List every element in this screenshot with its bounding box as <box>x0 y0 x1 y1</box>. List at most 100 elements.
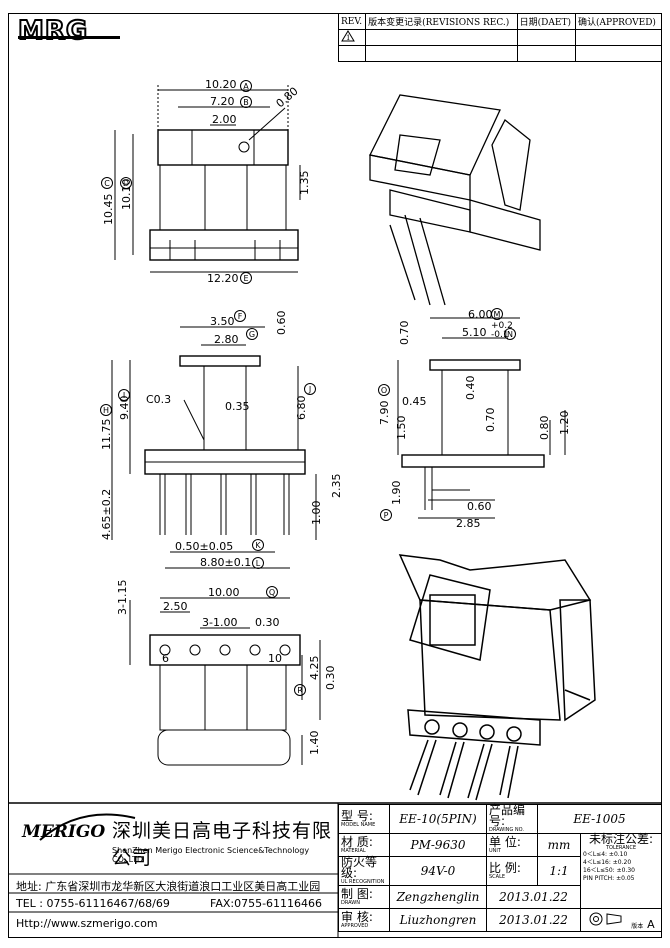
dim-0-80: 0.80 <box>538 416 551 441</box>
scale-label: 比 例: <box>489 860 521 875</box>
dim-9-40: 9.40 <box>118 396 131 421</box>
dim-0-60: 0.60 <box>275 311 288 336</box>
dim-0-70-b: 0.70 <box>484 408 497 433</box>
company-address: 地址: 广东省深圳市龙华新区大浪街道浪口工业区美日高工业园 <box>16 880 321 893</box>
dim-0-60-b: 0.60 <box>467 500 492 513</box>
dim-3-1-15: 3-1.15 <box>116 580 129 615</box>
dim-6-00: 6.00 <box>468 308 493 321</box>
dim-6-80: 6.80 <box>295 396 308 421</box>
dim-1-00: 1.00 <box>310 501 323 526</box>
dim-1-40: 1.40 <box>308 731 321 756</box>
dim-10-20: 10.20 <box>205 78 237 91</box>
scale-value: 1:1 <box>537 856 581 886</box>
unit-sub: UNIT <box>489 847 501 854</box>
top-view <box>114 85 301 273</box>
dim-0-50: 0.50±0.05 <box>175 540 233 553</box>
dim-11-75: 11.75 <box>100 419 113 451</box>
model-sub: MODEL NAME <box>341 821 376 828</box>
dim-1-35: 1.35 <box>298 171 311 196</box>
fire-label: 防火等级: <box>341 855 378 880</box>
label-r: R <box>297 686 303 695</box>
front-view <box>111 326 317 569</box>
label-c: C <box>104 179 110 188</box>
drawing-value: EE-1005 <box>537 804 662 834</box>
logo: MRG <box>17 16 89 46</box>
label-j: J <box>308 385 311 394</box>
drawing-label: 产品编号: <box>489 803 526 828</box>
dim-tol-plus: +0.2 <box>491 321 513 331</box>
dim-0-35: 0.35 <box>225 400 250 413</box>
dim-2-35: 2.35 <box>330 474 343 499</box>
label-d: D <box>123 179 129 188</box>
tolerance-row-3: 16＜L≤50: ±0.30 <box>583 867 635 874</box>
company-name-en: ShenZhen Merigo Electronic Science&Techn… <box>112 846 310 864</box>
bottom-view <box>129 597 321 766</box>
dim-0-70-a: 0.70 <box>398 321 411 346</box>
unit-value: mm <box>537 833 581 857</box>
logo-underline <box>18 36 120 39</box>
fire-sub: UL RECOGNITION <box>341 879 385 885</box>
dim-10-45: 10.45 <box>102 194 115 226</box>
dim-7-90: 7.90 <box>378 401 391 426</box>
drawn-date: 2013.01.22 <box>486 885 581 909</box>
fire-value: 94V-0 <box>389 856 487 886</box>
dim-12-20: 12.20 <box>207 272 239 285</box>
dim-10-00: 10.00 <box>208 586 240 599</box>
material-sub: MATERIAL <box>341 847 366 854</box>
drawing-sub: DRAWING NO. <box>489 827 524 833</box>
approved-label: 审 核: <box>341 909 373 924</box>
company-logo: MERIGO <box>22 822 106 842</box>
drawn-value: Zengzhenglin <box>389 885 487 909</box>
dim-1-50: 1.50 <box>395 416 408 441</box>
dim-c0-3: C0.3 <box>146 393 171 406</box>
tolerance-label: 未标注公差: <box>588 832 654 846</box>
label-o: O <box>381 386 387 395</box>
label-i: I <box>123 391 125 400</box>
dim-3-1-00: 3-1.00 <box>202 616 237 629</box>
drawn-sub: DRAWN <box>341 899 360 906</box>
company-fax: FAX:0755-61116466 <box>210 897 323 910</box>
merigo-swoosh-icon <box>39 813 136 841</box>
model-label: 型 号: <box>341 808 373 823</box>
scale-sub: SCALE <box>489 873 506 880</box>
label-e: E <box>243 274 248 283</box>
revision-table: REV. 版本变更记录(REVISIONS REC.) 日期(DAET) 确认(… <box>337 13 662 62</box>
dim-4-65: 4.65±0.2 <box>100 489 113 540</box>
label-k: K <box>255 541 261 550</box>
dim-0-30-b: 0.30 <box>324 666 337 691</box>
unit-label: 单 位: <box>489 834 521 849</box>
dim-8-80: 8.80±0.1 <box>200 556 251 569</box>
label-f: F <box>238 312 243 321</box>
label-a: A <box>243 82 249 91</box>
isometric-view-bottom <box>398 554 596 801</box>
label-q: Q <box>269 588 275 597</box>
dim-2-85: 2.85 <box>456 517 481 530</box>
dim-tol-minus: -0.1 <box>491 330 509 340</box>
svg-text:1: 1 <box>346 34 350 42</box>
isometric-view-top <box>369 94 541 306</box>
dim-2-00: 2.00 <box>212 113 237 126</box>
label-l: L <box>256 559 261 568</box>
tolerance-sub: TOLERANCE <box>605 845 637 851</box>
company-web: Http://www.szmerigo.com <box>16 917 158 930</box>
version-label: 版本 <box>631 922 644 930</box>
label-p: P <box>384 511 389 520</box>
dim-7-20: 7.20 <box>210 95 235 108</box>
approved-date: 2013.01.22 <box>486 908 581 932</box>
material-value: PM-9630 <box>389 833 487 857</box>
approved-value: Liuzhongren <box>389 908 487 932</box>
tolerance-row-4: PIN PITCH: ±0.05 <box>583 875 635 882</box>
approved-sub: APPROVED <box>341 922 369 929</box>
label-b: B <box>243 98 249 107</box>
revision-triangle-icon: 1 <box>341 30 355 42</box>
dim-3-50: 3.50 <box>210 315 235 328</box>
label-g: G <box>249 330 255 339</box>
dim-5-10: 5.10 <box>462 326 487 339</box>
dim-0-45: 0.45 <box>402 395 427 408</box>
tolerance-row-2: 4＜L≤16: ±0.20 <box>583 859 632 866</box>
drawing-frame <box>8 13 662 938</box>
dim-dia-0-80: 0.80 <box>274 85 301 111</box>
model-value: EE-10(5PIN) <box>389 804 487 834</box>
material-label: 材 质: <box>341 834 373 849</box>
